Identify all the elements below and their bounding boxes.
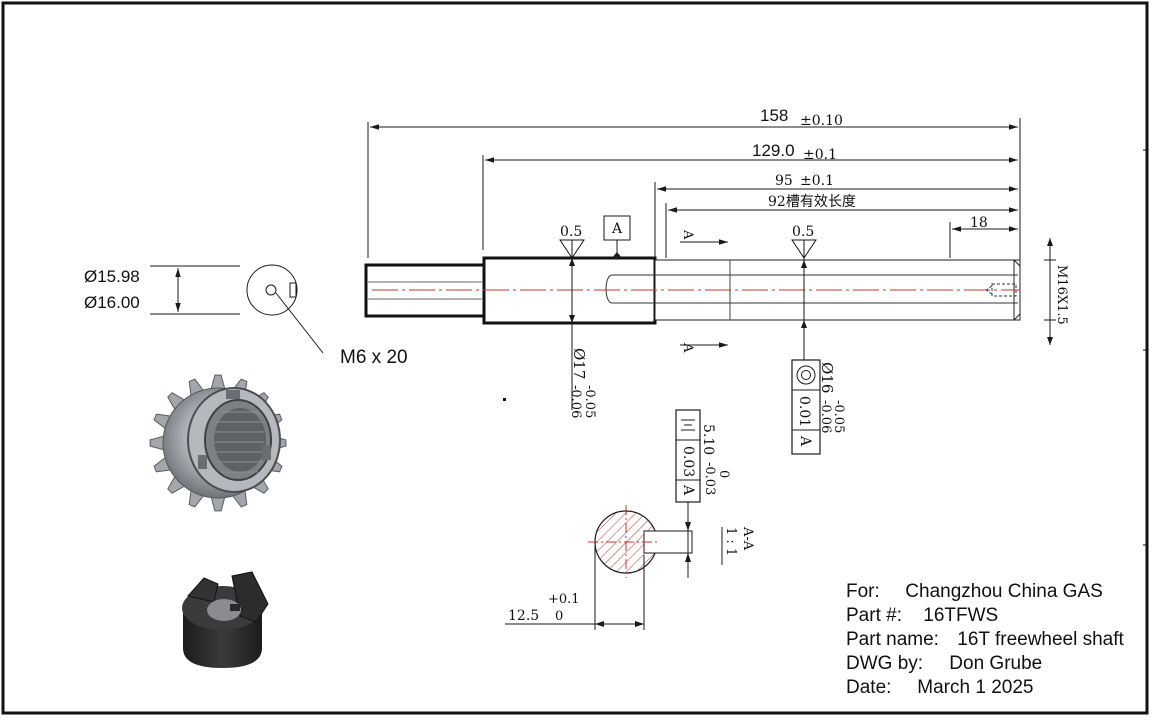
dimension-158: 158 ±0.10 (367, 106, 1021, 260)
title-row-date: Date: March 1 2025 (846, 676, 1146, 700)
dim-95-tol: ±0.1 (800, 173, 834, 189)
title-row-dwg: DWG by: Don Grube (846, 652, 1146, 676)
for-value: Changzhou China GAS (905, 581, 1103, 602)
part-value: 16TFWS (923, 605, 999, 626)
runout-right: 0.5 (791, 224, 817, 360)
for-label: For: (846, 581, 880, 602)
dia16-lower: -0.06 (818, 400, 833, 433)
datum-a-label: A (611, 221, 623, 237)
dim-158-value: 158 (760, 106, 788, 125)
runout-left-value: 0.5 (560, 224, 582, 240)
dim-groove-label: 92槽有效长度 (768, 194, 856, 210)
depth-lower: 0 (555, 609, 563, 624)
name-value: 16T freewheel shaft (957, 629, 1124, 650)
name-label: Part name: (846, 629, 939, 650)
dim-129-tol: ±0.1 (803, 147, 837, 163)
dimension-18: 18 (949, 215, 1018, 258)
symmetry-value: 0.03 (680, 446, 696, 477)
dim-95-value: 95 (775, 173, 793, 189)
concentricity-icon (796, 365, 816, 385)
title-row-part: Part #: 16TFWS (846, 604, 1146, 628)
dim-129-value: 129.0 (752, 141, 795, 160)
section-cut-marks: A A (680, 229, 728, 353)
thread-callout: M16X1.5 (1044, 238, 1069, 345)
part-label: Part #: (846, 605, 902, 626)
dia16-value: Ø16 (818, 362, 836, 393)
section-label-bottom: A (680, 342, 695, 353)
dim-158-tol: ±0.10 (800, 113, 843, 129)
concentricity-value: 0.01 (796, 396, 812, 427)
key-width-upper: 0 (716, 470, 731, 478)
date-value: March 1 2025 (917, 677, 1034, 698)
runout-right-value: 0.5 (792, 224, 814, 240)
key-width-value: 5.10 (700, 424, 716, 455)
hole-callout: M6 x 20 (340, 347, 408, 368)
adapter-image (182, 571, 269, 668)
runout-left: 0.5 A (559, 215, 631, 410)
dimension-groove-92: 92槽有效长度 (665, 194, 1018, 258)
section-scale: 1 : 1 (723, 527, 738, 556)
dia17-upper: -0.05 (582, 385, 597, 418)
section-title: A-A (740, 526, 755, 551)
dimension-129: 129.0 ±0.1 (482, 141, 1018, 250)
title-block: For: Changzhou China GAS Part #: 16TFWS … (846, 580, 1146, 700)
concentricity-frame: 0.01 A Ø16 -0.05 -0.06 (791, 359, 846, 455)
section-label-top: A (680, 229, 695, 240)
depth-value: 12.5 (508, 608, 539, 624)
dia17-value: Ø17 (570, 348, 588, 379)
title-row-name: Part name: 16T freewheel shaft (846, 628, 1146, 652)
depth-upper: +0.1 (548, 592, 580, 607)
date-label: Date: (846, 677, 892, 698)
title-row-for: For: Changzhou China GAS (846, 580, 1146, 604)
section-a-a: 0.03 A 5.10 0 -0.03 A-A 1 : 1 12.5 +0.1 … (505, 409, 755, 630)
dwg-value: Don Grube (949, 653, 1043, 674)
dimension-95: 95 ±0.1 (654, 173, 1018, 258)
end-dia-max: Ø16.00 (84, 293, 140, 312)
dia17-callout: Ø17 -0.05 -0.06 (568, 348, 597, 418)
shaft-side-view (364, 256, 1021, 325)
thread-label: M16X1.5 (1054, 265, 1069, 325)
end-view: Ø15.98 Ø16.00 M6 x 20 (84, 264, 408, 368)
dim-18-value: 18 (970, 215, 988, 231)
dwg-label: DWG by: (846, 653, 924, 674)
end-dia-min: Ø15.98 (84, 267, 140, 286)
concentricity-datum: A (797, 435, 813, 447)
sprocket-image (149, 374, 287, 512)
key-width-lower: -0.03 (702, 462, 717, 495)
symmetry-datum: A (680, 484, 696, 496)
tapped-hole (265, 284, 277, 296)
dia17-lower: -0.06 (568, 385, 583, 418)
dia16-upper: -0.05 (831, 400, 846, 433)
